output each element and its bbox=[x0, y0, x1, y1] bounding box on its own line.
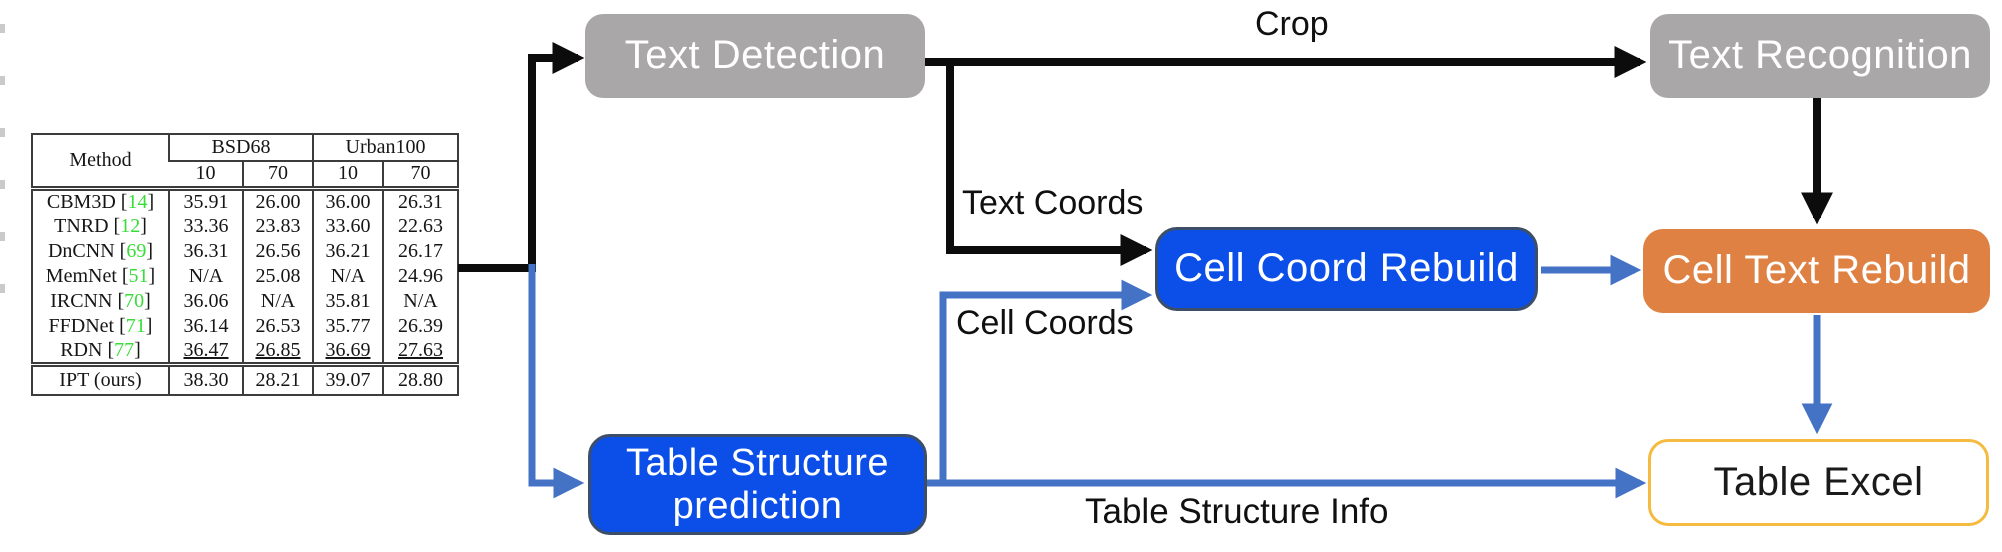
value-cell: N/A bbox=[382, 288, 458, 314]
text-coords-edge-label: Text Coords bbox=[962, 184, 1144, 222]
method-cell: IRCNN [70] bbox=[50, 289, 151, 312]
value-cell: 28.80 bbox=[382, 361, 458, 395]
edge-table-to-structure-prediction bbox=[528, 264, 585, 499]
value-cell: 28.21 bbox=[242, 361, 313, 395]
value-cell: 35.77 bbox=[312, 313, 383, 339]
col-header-sigma: 10 bbox=[312, 161, 383, 191]
col-header-sigma: 70 bbox=[242, 161, 313, 191]
method-cell: CBM3D [14] bbox=[46, 190, 155, 213]
value-cell: N/A bbox=[312, 263, 383, 289]
col-header-group: Urban100 bbox=[312, 134, 458, 162]
value-cell: 26.85 bbox=[242, 338, 313, 364]
value-cell: 23.83 bbox=[242, 213, 313, 239]
col-header-group: BSD68 bbox=[168, 134, 313, 162]
table-structure-info-edge-label: Table Structure Info bbox=[1085, 492, 1389, 531]
value-cell: 26.56 bbox=[242, 238, 313, 264]
col-header-sigma: 70 bbox=[382, 161, 458, 191]
method-cell: TNRD [12] bbox=[54, 214, 147, 237]
col-header-method: Method bbox=[32, 134, 169, 191]
cell-coords-edge-label: Cell Coords bbox=[956, 304, 1134, 342]
cell-coord-rebuild-node: Cell Coord Rebuild bbox=[1155, 227, 1538, 311]
crop-edge-label: Crop bbox=[1255, 5, 1329, 43]
method-cell: DnCNN [69] bbox=[47, 239, 153, 262]
value-cell: 25.08 bbox=[242, 263, 313, 289]
cell-text-rebuild-node: Cell Text Rebuild bbox=[1643, 229, 1990, 313]
value-cell: 26.31 bbox=[382, 188, 458, 214]
value-cell: 35.81 bbox=[312, 288, 383, 314]
value-cell: 36.14 bbox=[168, 313, 243, 339]
value-cell: N/A bbox=[242, 288, 313, 314]
method-cell: MemNet [51] bbox=[45, 264, 156, 287]
value-cell: N/A bbox=[168, 263, 243, 289]
citation-number: 12 bbox=[120, 214, 141, 237]
text-recognition-node: Text Recognition bbox=[1650, 14, 1990, 98]
citation-number: 14 bbox=[127, 190, 148, 213]
table-structure-prediction-node: Table Structure prediction bbox=[588, 434, 927, 535]
value-cell: 36.69 bbox=[312, 338, 383, 364]
value-cell: 26.17 bbox=[382, 238, 458, 264]
value-cell: 26.00 bbox=[242, 188, 313, 214]
value-cell: 36.21 bbox=[312, 238, 383, 264]
citation-number: 51 bbox=[128, 264, 149, 287]
citation-number: 70 bbox=[124, 289, 145, 312]
col-header-sigma: 10 bbox=[169, 161, 243, 191]
method-cell: FFDNet [71] bbox=[48, 314, 153, 337]
citation-number: 77 bbox=[114, 338, 135, 361]
method-cell: IPT (ours) bbox=[32, 361, 169, 395]
value-cell: 27.63 bbox=[382, 338, 458, 364]
value-cell: 36.06 bbox=[168, 288, 243, 314]
value-cell: 26.53 bbox=[242, 313, 313, 339]
value-cell: 39.07 bbox=[312, 361, 383, 395]
citation-number: 71 bbox=[125, 314, 146, 337]
value-cell: 36.31 bbox=[168, 238, 243, 264]
edge-table-to-text-detection bbox=[458, 42, 585, 272]
citation-number: 69 bbox=[126, 239, 147, 262]
value-cell: 36.00 bbox=[312, 188, 383, 214]
text-detection-node: Text Detection bbox=[585, 14, 925, 98]
value-cell: 33.36 bbox=[168, 213, 243, 239]
value-cell: 26.39 bbox=[382, 313, 458, 339]
value-cell: 38.30 bbox=[168, 361, 243, 395]
value-cell: 33.60 bbox=[312, 213, 383, 239]
value-cell: 36.47 bbox=[168, 338, 243, 364]
value-cell: 35.91 bbox=[168, 188, 243, 214]
table-excel-node: Table Excel bbox=[1648, 439, 1989, 526]
value-cell: 24.96 bbox=[382, 263, 458, 289]
value-cell: 22.63 bbox=[382, 213, 458, 239]
method-cell: RDN [77] bbox=[60, 338, 141, 361]
left-edge-artifact bbox=[0, 24, 5, 316]
